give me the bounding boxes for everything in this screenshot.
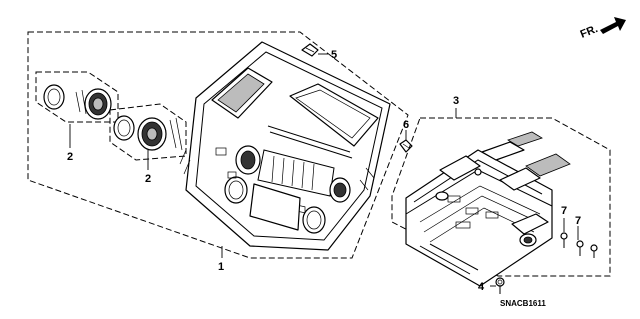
callout-6: 6 — [403, 119, 409, 131]
callout-4: 4 — [478, 281, 485, 293]
leader-lines — [69, 53, 579, 287]
assembly-3-boundary — [391, 117, 611, 277]
center-panel-assembly — [179, 41, 391, 251]
callout-3: 3 — [453, 95, 459, 107]
heater-control-knob-left — [35, 71, 119, 123]
callout-5: 5 — [331, 49, 337, 61]
screw-7b — [576, 240, 598, 258]
chassis-label-plates — [481, 131, 571, 177]
callout-1: 1 — [218, 261, 224, 273]
front-direction-indicator: FR. — [579, 17, 626, 41]
clip-5 — [301, 43, 319, 57]
heater-control-knob-right — [109, 103, 187, 161]
screw-7a — [560, 232, 568, 248]
callout-2-left: 2 — [67, 151, 73, 163]
audio-unit-chassis — [405, 149, 553, 287]
diagram-code: SNACB1611 — [500, 299, 546, 308]
callout-7b: 7 — [575, 215, 581, 227]
callout-7a: 7 — [561, 205, 567, 217]
small-fastener — [474, 168, 482, 176]
assembly-1-boundary — [27, 31, 409, 259]
bolt-4 — [495, 277, 505, 294]
front-direction-label: FR. — [579, 23, 600, 41]
callout-2-right: 2 — [145, 173, 151, 185]
front-arrow-icon — [600, 17, 626, 34]
